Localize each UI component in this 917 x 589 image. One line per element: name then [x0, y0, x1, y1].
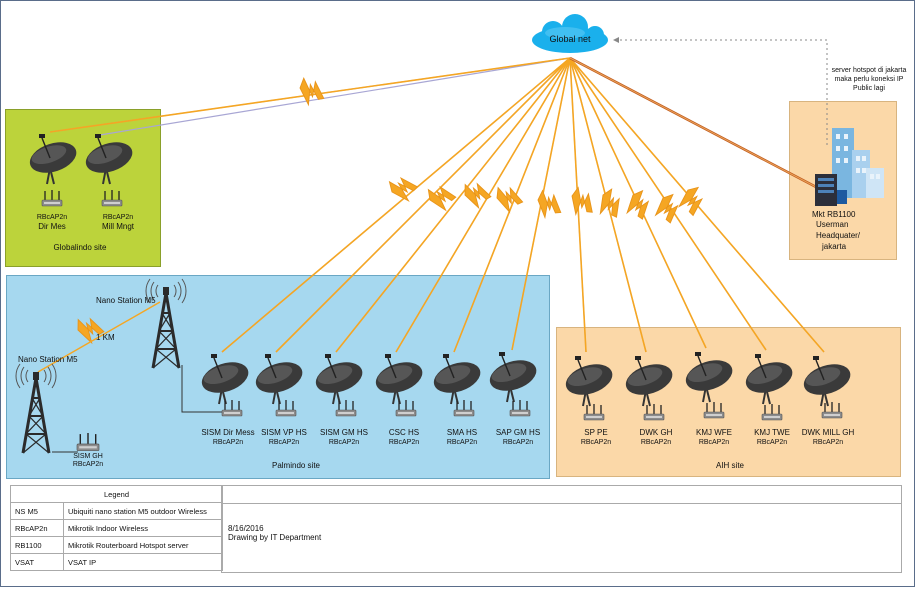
- router-icon: [275, 399, 297, 417]
- router-icon: [41, 189, 63, 207]
- hq-label-line: jakarta: [822, 242, 847, 251]
- node-name-label: CSC HS: [388, 428, 420, 437]
- tower-icon: [14, 362, 58, 455]
- node-device-label: RBcAP2n: [388, 439, 420, 446]
- dish-icon: [80, 133, 138, 185]
- aih-site-area: [556, 327, 901, 477]
- legend-date: 8/16/2016: [228, 524, 264, 533]
- globalindo-site-area: [5, 109, 161, 267]
- node-device-label: RBcAP2n: [328, 439, 360, 446]
- router-icon: [335, 399, 357, 417]
- dish-icon: [196, 353, 254, 405]
- router-icon: [509, 399, 531, 417]
- node-name-label: KMJ WFE: [696, 428, 732, 437]
- legend-title: Legend: [10, 485, 223, 503]
- node-name-label: KMJ TWE: [754, 428, 790, 437]
- router-icon: [221, 399, 243, 417]
- router-icon: [453, 399, 475, 417]
- router-icon: [703, 401, 725, 419]
- node-name-label: DWK GH: [639, 428, 673, 437]
- node-name-label: SP PE: [584, 428, 608, 437]
- node-device-label: RBcAP2n: [72, 461, 104, 468]
- node-name-label: SISM VP HS: [261, 428, 307, 437]
- palmindo-site-label: Palmindo site: [271, 461, 321, 470]
- node-device-label: RBcAP2n: [698, 439, 730, 446]
- globalindo-site-label: Globalindo site: [53, 243, 107, 252]
- dish-icon: [798, 355, 856, 407]
- hq-label-line: Mkt RB1100: [812, 210, 856, 219]
- link-distance-label: 1 KM: [96, 333, 115, 342]
- node-device-label: RBcAP2n: [446, 439, 478, 446]
- node-device-label: RBcAP2n: [268, 439, 300, 446]
- router-icon: [395, 399, 417, 417]
- node-name-label: Mill Mngt: [101, 222, 135, 231]
- node-device-label: RBcAP2n: [36, 214, 68, 221]
- hq-label-line: Headquater/: [816, 231, 861, 240]
- dish-icon: [740, 353, 798, 405]
- legend-drawn-by: Drawing by IT Department: [228, 533, 322, 542]
- node-name-label: SAP GM HS: [495, 428, 541, 437]
- router-icon: [821, 401, 843, 419]
- node-name-label: DWK MILL GH: [801, 428, 855, 437]
- hq-label-line: Userman: [816, 220, 849, 229]
- node-name-label: SMA HS: [446, 428, 478, 437]
- node-device-label: RBcAP2n: [212, 439, 244, 446]
- hotspot-dotted-link: [613, 39, 828, 145]
- dish-icon: [680, 351, 738, 403]
- server-icon: [815, 174, 847, 206]
- dish-icon: [484, 351, 542, 403]
- router-icon: [761, 403, 783, 421]
- nano-station-label: Nano Station M5: [18, 355, 78, 364]
- node-device-label: RBcAP2n: [580, 439, 612, 446]
- router-icon: [101, 189, 123, 207]
- node-device-label: RBcAP2n: [102, 214, 134, 221]
- dish-icon: [370, 353, 428, 405]
- node-name-label: SISM GM HS: [319, 428, 369, 437]
- node-device-label: RBcAP2n: [756, 439, 788, 446]
- node-name-label: SISM Dir Mess: [201, 428, 255, 437]
- cloud-icon: [532, 14, 608, 53]
- hotspot-note: server hotspot di jakarta maka perlu kon…: [831, 67, 907, 92]
- node-device-label: RBcAP2n: [812, 439, 844, 446]
- dish-icon: [428, 353, 486, 405]
- router-icon: [583, 403, 605, 421]
- node-name-label: Dir Mes: [38, 222, 66, 231]
- dish-icon: [250, 353, 308, 405]
- aih-site-label: AIH site: [715, 461, 745, 470]
- internet-label: Global net: [549, 34, 591, 44]
- nano-station-label: Nano Station M5: [96, 296, 156, 305]
- node-device-label: RBcAP2n: [502, 439, 534, 446]
- dish-icon: [560, 355, 618, 407]
- legend-info-panel: [221, 485, 902, 573]
- node-device-label: RBcAP2n: [640, 439, 672, 446]
- router-icon: [643, 403, 665, 421]
- building-icon: [832, 128, 884, 198]
- node-name-label: SISM GH: [73, 453, 103, 460]
- router-icon: [76, 432, 100, 452]
- tower-icon: [144, 277, 188, 370]
- dish-icon: [620, 355, 678, 407]
- dish-icon: [24, 133, 82, 185]
- dish-icon: [310, 353, 368, 405]
